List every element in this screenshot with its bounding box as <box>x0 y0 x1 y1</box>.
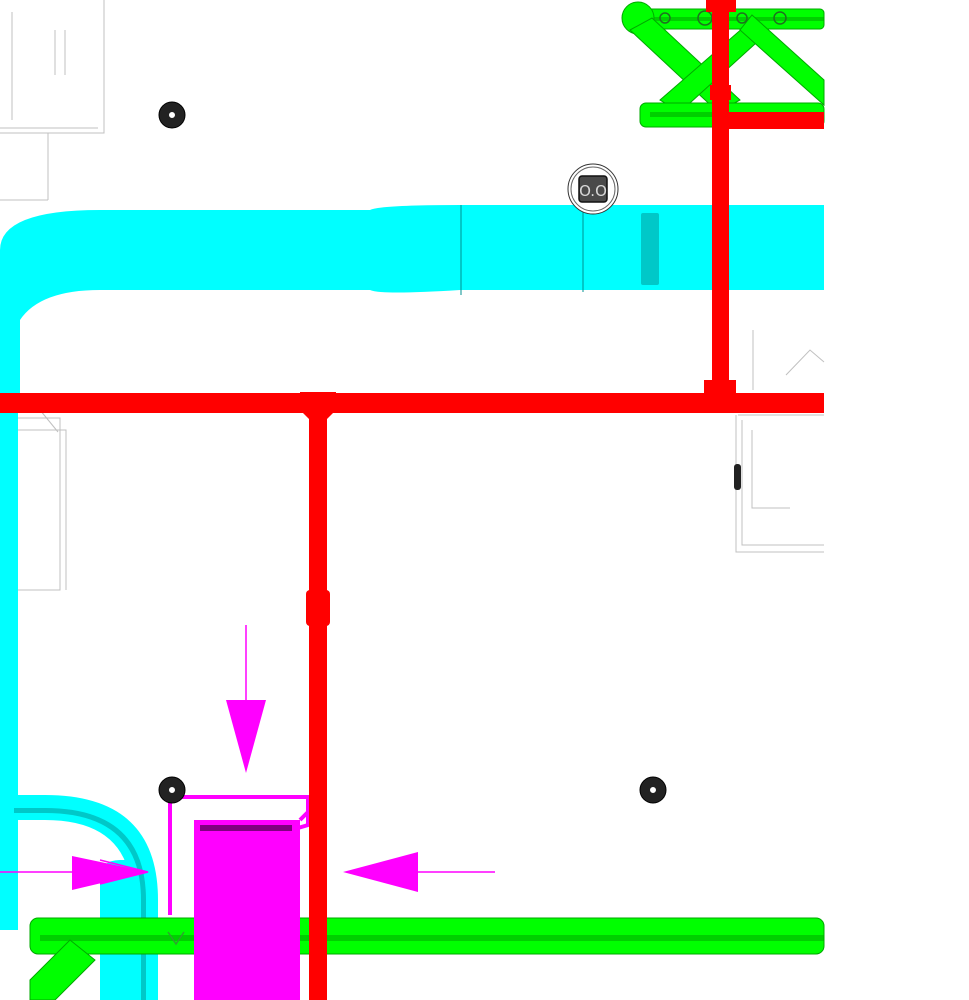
sprinkler-head-icon <box>158 101 186 129</box>
flow-arrow-icon <box>343 852 495 892</box>
sprinkler-head-icon <box>158 776 186 804</box>
flow-arrow-icon <box>226 625 266 773</box>
sprinkler-piping <box>0 0 824 1000</box>
wall-outline-top-left <box>0 0 105 201</box>
magenta-equipment <box>168 795 322 1000</box>
equipment-unit-header <box>200 825 292 831</box>
door-swing-right <box>785 349 825 376</box>
flow-arrows <box>0 625 495 892</box>
duct-vertical-drop-left <box>0 380 18 930</box>
wall-outline-right-room <box>735 414 824 553</box>
valve-marker <box>734 464 741 490</box>
access-panel-label: O.O <box>579 182 607 200</box>
sprinkler-main-horizontal <box>0 393 824 413</box>
sprinkler-riser-vertical-right <box>712 0 729 410</box>
duct-horizontal-run <box>0 205 824 400</box>
access-panel-icon: O.O <box>567 163 619 215</box>
sprinkler-branch-vertical-center <box>309 403 327 1000</box>
duct-seam <box>460 205 584 295</box>
sprinkler-tee-right <box>704 380 736 412</box>
green-pipe-bottom-shade <box>40 935 824 941</box>
sprinkler-heads <box>158 101 667 804</box>
sprinkler-tee-center <box>300 392 336 432</box>
sprinkler-reducer-top-right <box>710 85 731 100</box>
green-pipe-bottom-branch <box>29 939 96 1000</box>
equipment-unit-body <box>194 820 300 1000</box>
sprinkler-coupling-center <box>306 590 330 626</box>
supply-duct-main <box>0 205 824 930</box>
green-pipe-diagonal-3 <box>739 14 825 107</box>
sprinkler-head-icon <box>639 776 667 804</box>
sprinkler-branch-top-right <box>712 112 824 129</box>
wall-outline-left-column <box>0 409 67 591</box>
sprinkler-coupling-top-right <box>706 0 736 12</box>
duct-elbow-break-mark <box>167 931 185 946</box>
flow-arrow-icon <box>0 856 149 890</box>
duct-damper <box>641 213 659 285</box>
duct-elbow-outer <box>14 795 158 1000</box>
green-pipe-couplings <box>659 10 787 26</box>
